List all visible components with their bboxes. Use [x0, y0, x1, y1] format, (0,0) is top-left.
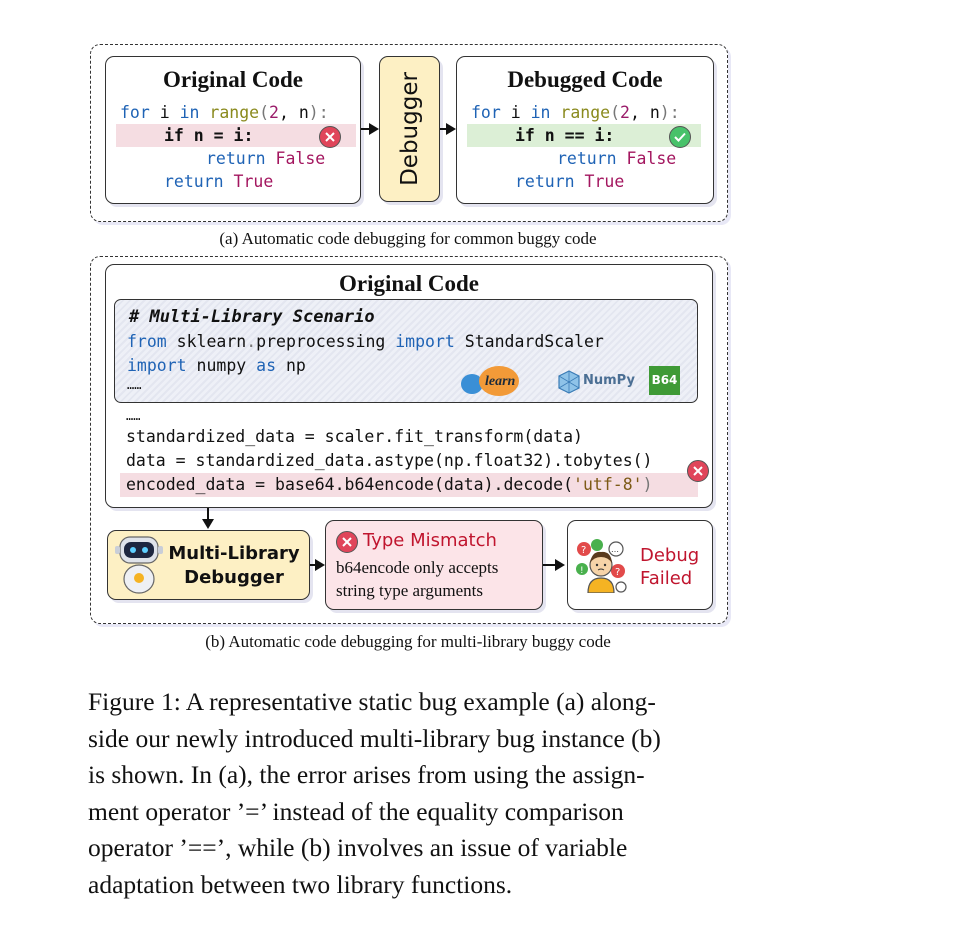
arrow-head	[315, 559, 325, 571]
scenario-box: # Multi-Library Scenario from sklearn.pr…	[114, 299, 698, 403]
original-code-box-b: Original Code # Multi-Library Scenario f…	[105, 264, 713, 508]
original-code-title: Original Code	[163, 67, 303, 92]
arrow-down-line	[207, 508, 209, 521]
error-x-icon	[336, 531, 358, 553]
check-icon	[669, 126, 691, 148]
svg-text:…: …	[611, 545, 619, 554]
panel-b	[90, 256, 728, 624]
error-message-box: Type Mismatch b64encode only accepts str…	[325, 520, 543, 610]
debugger-label-1: Multi-Library	[168, 543, 300, 564]
caption-line: ment operator ’=’ instead of the equalit…	[88, 796, 624, 826]
arrow-head	[555, 559, 565, 571]
debugged-code-box: Debugged Code for i in range(2, n): if n…	[456, 56, 714, 204]
code-line: import numpy as np	[127, 356, 306, 375]
caption-line: side our newly introduced multi-library …	[88, 723, 661, 753]
error-x-icon	[319, 126, 341, 148]
code-line: return True	[164, 172, 274, 191]
svg-text:?: ?	[615, 567, 620, 578]
code-ellipsis: ……	[126, 409, 141, 423]
caption-a: (a) Automatic code debugging for common …	[219, 229, 597, 248]
arrow-head	[446, 123, 456, 135]
error-title: Type Mismatch	[363, 530, 497, 551]
multi-library-debugger-box: Multi-Library Debugger	[107, 530, 310, 600]
debug-result-box: ? … ! ? Debug Failed	[567, 520, 713, 610]
arrow-right-icon	[361, 128, 371, 130]
caption-b: (b) Automatic code debugging for multi-l…	[205, 632, 611, 651]
error-x-icon	[687, 460, 709, 482]
caption-line: Figure 1: A representative static bug ex…	[88, 687, 656, 716]
sklearn-logo: learn	[461, 366, 551, 396]
robot-icon	[115, 536, 163, 594]
code-line: standardized_data = scaler.fit_transform…	[126, 427, 583, 446]
code-line: data = standardized_data.astype(np.float…	[126, 451, 653, 470]
result-line-1: Debug	[640, 545, 700, 566]
caption-line: is shown. In (a), the error arises from …	[88, 760, 645, 789]
error-detail-line: b64encode only accepts	[336, 558, 499, 577]
arrow-right-icon	[543, 564, 557, 566]
debugged-code-title: Debugged Code	[507, 67, 663, 92]
code-line: for i in range(2, n):	[471, 103, 680, 122]
buggy-code-line: encoded_data = base64.b64encode(data).de…	[126, 475, 653, 494]
error-line-highlight	[116, 124, 356, 147]
original-code-title: Original Code	[339, 271, 479, 296]
svg-text:!: !	[580, 566, 584, 576]
figure-caption: Figure 1: A representative static bug ex…	[88, 684, 768, 903]
arrow-right-icon	[310, 564, 317, 566]
numpy-logo: NumPy	[557, 370, 637, 394]
arrow-head	[369, 123, 379, 135]
person-confused-icon: ? … ! ?	[576, 539, 627, 593]
code-line: return True	[515, 172, 625, 191]
error-detail-line: string type arguments	[336, 581, 483, 600]
b64-logo: B64	[649, 366, 680, 395]
code-line: return False	[206, 149, 326, 168]
scenario-heading: # Multi-Library Scenario	[129, 307, 375, 327]
fixed-code-line: if n == i:	[515, 126, 615, 145]
original-code-box-a: Original Code for i in range(2, n): if n…	[105, 56, 361, 204]
debugger-label: Debugger	[397, 72, 423, 186]
debugger-label-2: Debugger	[184, 567, 284, 588]
buggy-code-line: if n = i:	[164, 126, 254, 145]
panel-a	[90, 44, 728, 222]
code-line: return False	[557, 149, 677, 168]
arrow-right-icon	[440, 128, 448, 130]
result-line-2: Failed	[640, 568, 693, 589]
arrow-head	[202, 519, 214, 529]
error-line-highlight	[120, 473, 698, 497]
code-line: from sklearn.preprocessing import Standa…	[127, 332, 604, 351]
debugger-box: Debugger	[379, 56, 440, 202]
caption-line: operator ’==’, while (b) involves an iss…	[88, 833, 628, 862]
fixed-line-highlight	[467, 124, 701, 147]
svg-text:?: ?	[581, 545, 586, 556]
code-line: for i in range(2, n):	[120, 103, 329, 122]
caption-line: adaptation between two library functions…	[88, 869, 513, 899]
code-ellipsis: ……	[127, 378, 142, 392]
